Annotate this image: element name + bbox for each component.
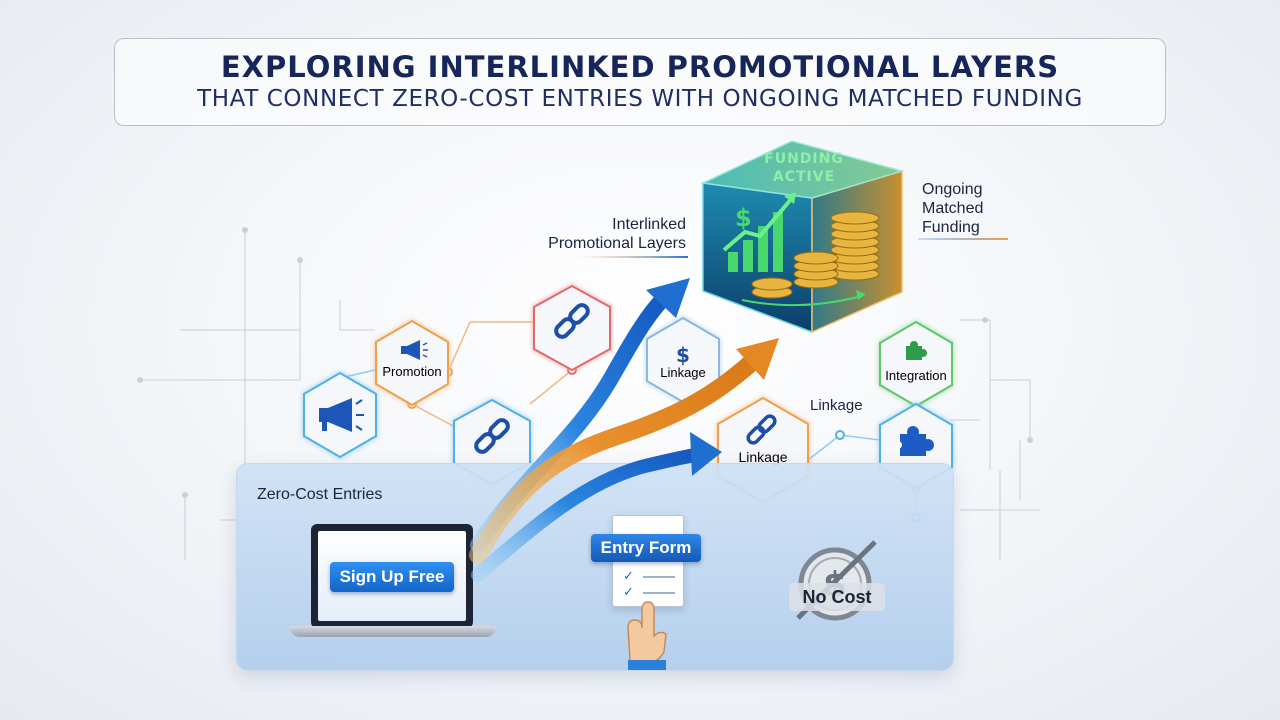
pointing-hand-icon <box>627 601 667 670</box>
ongoing-label-line3: Funding <box>922 219 980 236</box>
hex-integration-label: Integration <box>885 368 946 383</box>
ongoing-funding-label: Ongoing Matched Funding <box>922 180 1032 237</box>
hex-linkage-label: Linkage <box>738 449 787 465</box>
funding-cube: FUNDING ACTIVE $ <box>700 140 905 334</box>
cube-line1: FUNDING <box>764 151 844 167</box>
hex-dollar-linkage-label: Linkage <box>660 365 706 380</box>
chain-link-icon <box>746 414 777 445</box>
check-icon: ✓ <box>623 584 634 599</box>
interlinked-label-line1: Interlinked <box>612 216 686 233</box>
no-cost-label: No Cost <box>789 583 885 611</box>
cube-dollar-icon: $ <box>735 204 752 232</box>
dollar-icon: $ <box>676 343 690 367</box>
entry-form-button[interactable]: Entry Form <box>591 534 701 562</box>
hex-megaphone <box>303 371 377 459</box>
interlinked-label-line2: Promotional Layers <box>548 235 686 252</box>
hex-integration: Integration <box>879 320 953 408</box>
page-subtitle: THAT CONNECT ZERO-COST ENTRIES WITH ONGO… <box>197 86 1083 112</box>
chain-link-icon <box>554 303 590 339</box>
hex-promotion: Promotion <box>375 319 449 407</box>
hex-promotion-label: Promotion <box>382 364 441 379</box>
laptop-base <box>290 626 496 637</box>
check-icon: ✓ <box>623 568 634 583</box>
zero-cost-panel-title: Zero-Cost Entries <box>257 486 383 503</box>
megaphone-icon <box>319 398 364 432</box>
chain-link-icon <box>474 418 510 454</box>
title-banner: EXPLORING INTERLINKED PROMOTIONAL LAYERS… <box>114 38 1166 126</box>
hex-chain-red <box>533 284 611 372</box>
ongoing-label-line1: Ongoing <box>922 181 983 198</box>
growth-chart-icon <box>722 192 796 272</box>
megaphone-icon <box>401 340 428 360</box>
blue-arrow-right <box>471 432 722 582</box>
orange-arrow <box>469 338 779 564</box>
puzzle-icon <box>906 341 927 360</box>
coin-stacks-icon <box>751 211 880 299</box>
sign-up-free-button[interactable]: Sign Up Free <box>330 562 454 592</box>
interlinked-label-underline <box>576 256 688 258</box>
ongoing-label-line2: Matched <box>922 200 984 217</box>
ongoing-label-underline <box>918 238 1008 240</box>
linkage-float-label: Linkage <box>810 397 863 414</box>
cube-line2: ACTIVE <box>773 169 835 185</box>
interlinked-label: Interlinked Promotional Layers <box>510 215 686 253</box>
hex-dollar-linkage: $ Linkage <box>646 316 720 404</box>
puzzle-icon <box>894 426 934 456</box>
page-title: EXPLORING INTERLINKED PROMOTIONAL LAYERS <box>220 50 1060 84</box>
